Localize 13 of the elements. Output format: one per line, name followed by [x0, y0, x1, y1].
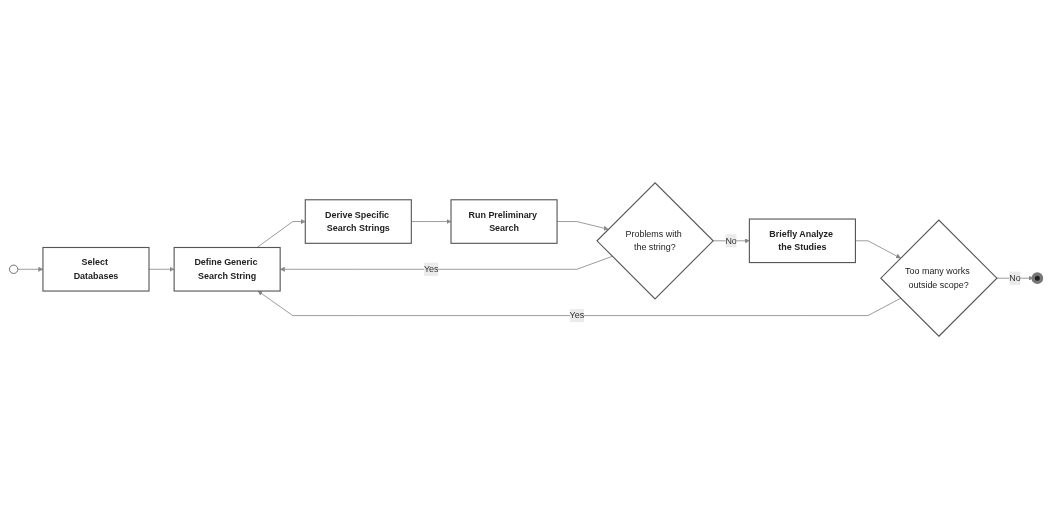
edge-label: No: [725, 235, 737, 246]
edge-label: Yes: [569, 310, 585, 321]
edge-label: Yes: [423, 264, 439, 274]
node-circle: [9, 264, 19, 274]
node-diamond: Problems with the string?: [596, 181, 714, 300]
node-circle: [1031, 272, 1044, 285]
node-box: Define Generic Search String: [173, 246, 281, 292]
node-box: Run Preliminary Search: [450, 199, 558, 244]
edge-label: No: [1009, 273, 1021, 283]
node-box: Derive Specific Search Strings: [304, 199, 412, 244]
node-box: Briefly Analyze the Studies: [748, 218, 856, 264]
node-diamond: Too many works outside scope?: [880, 219, 998, 338]
node-box: Select Databases: [42, 246, 150, 292]
